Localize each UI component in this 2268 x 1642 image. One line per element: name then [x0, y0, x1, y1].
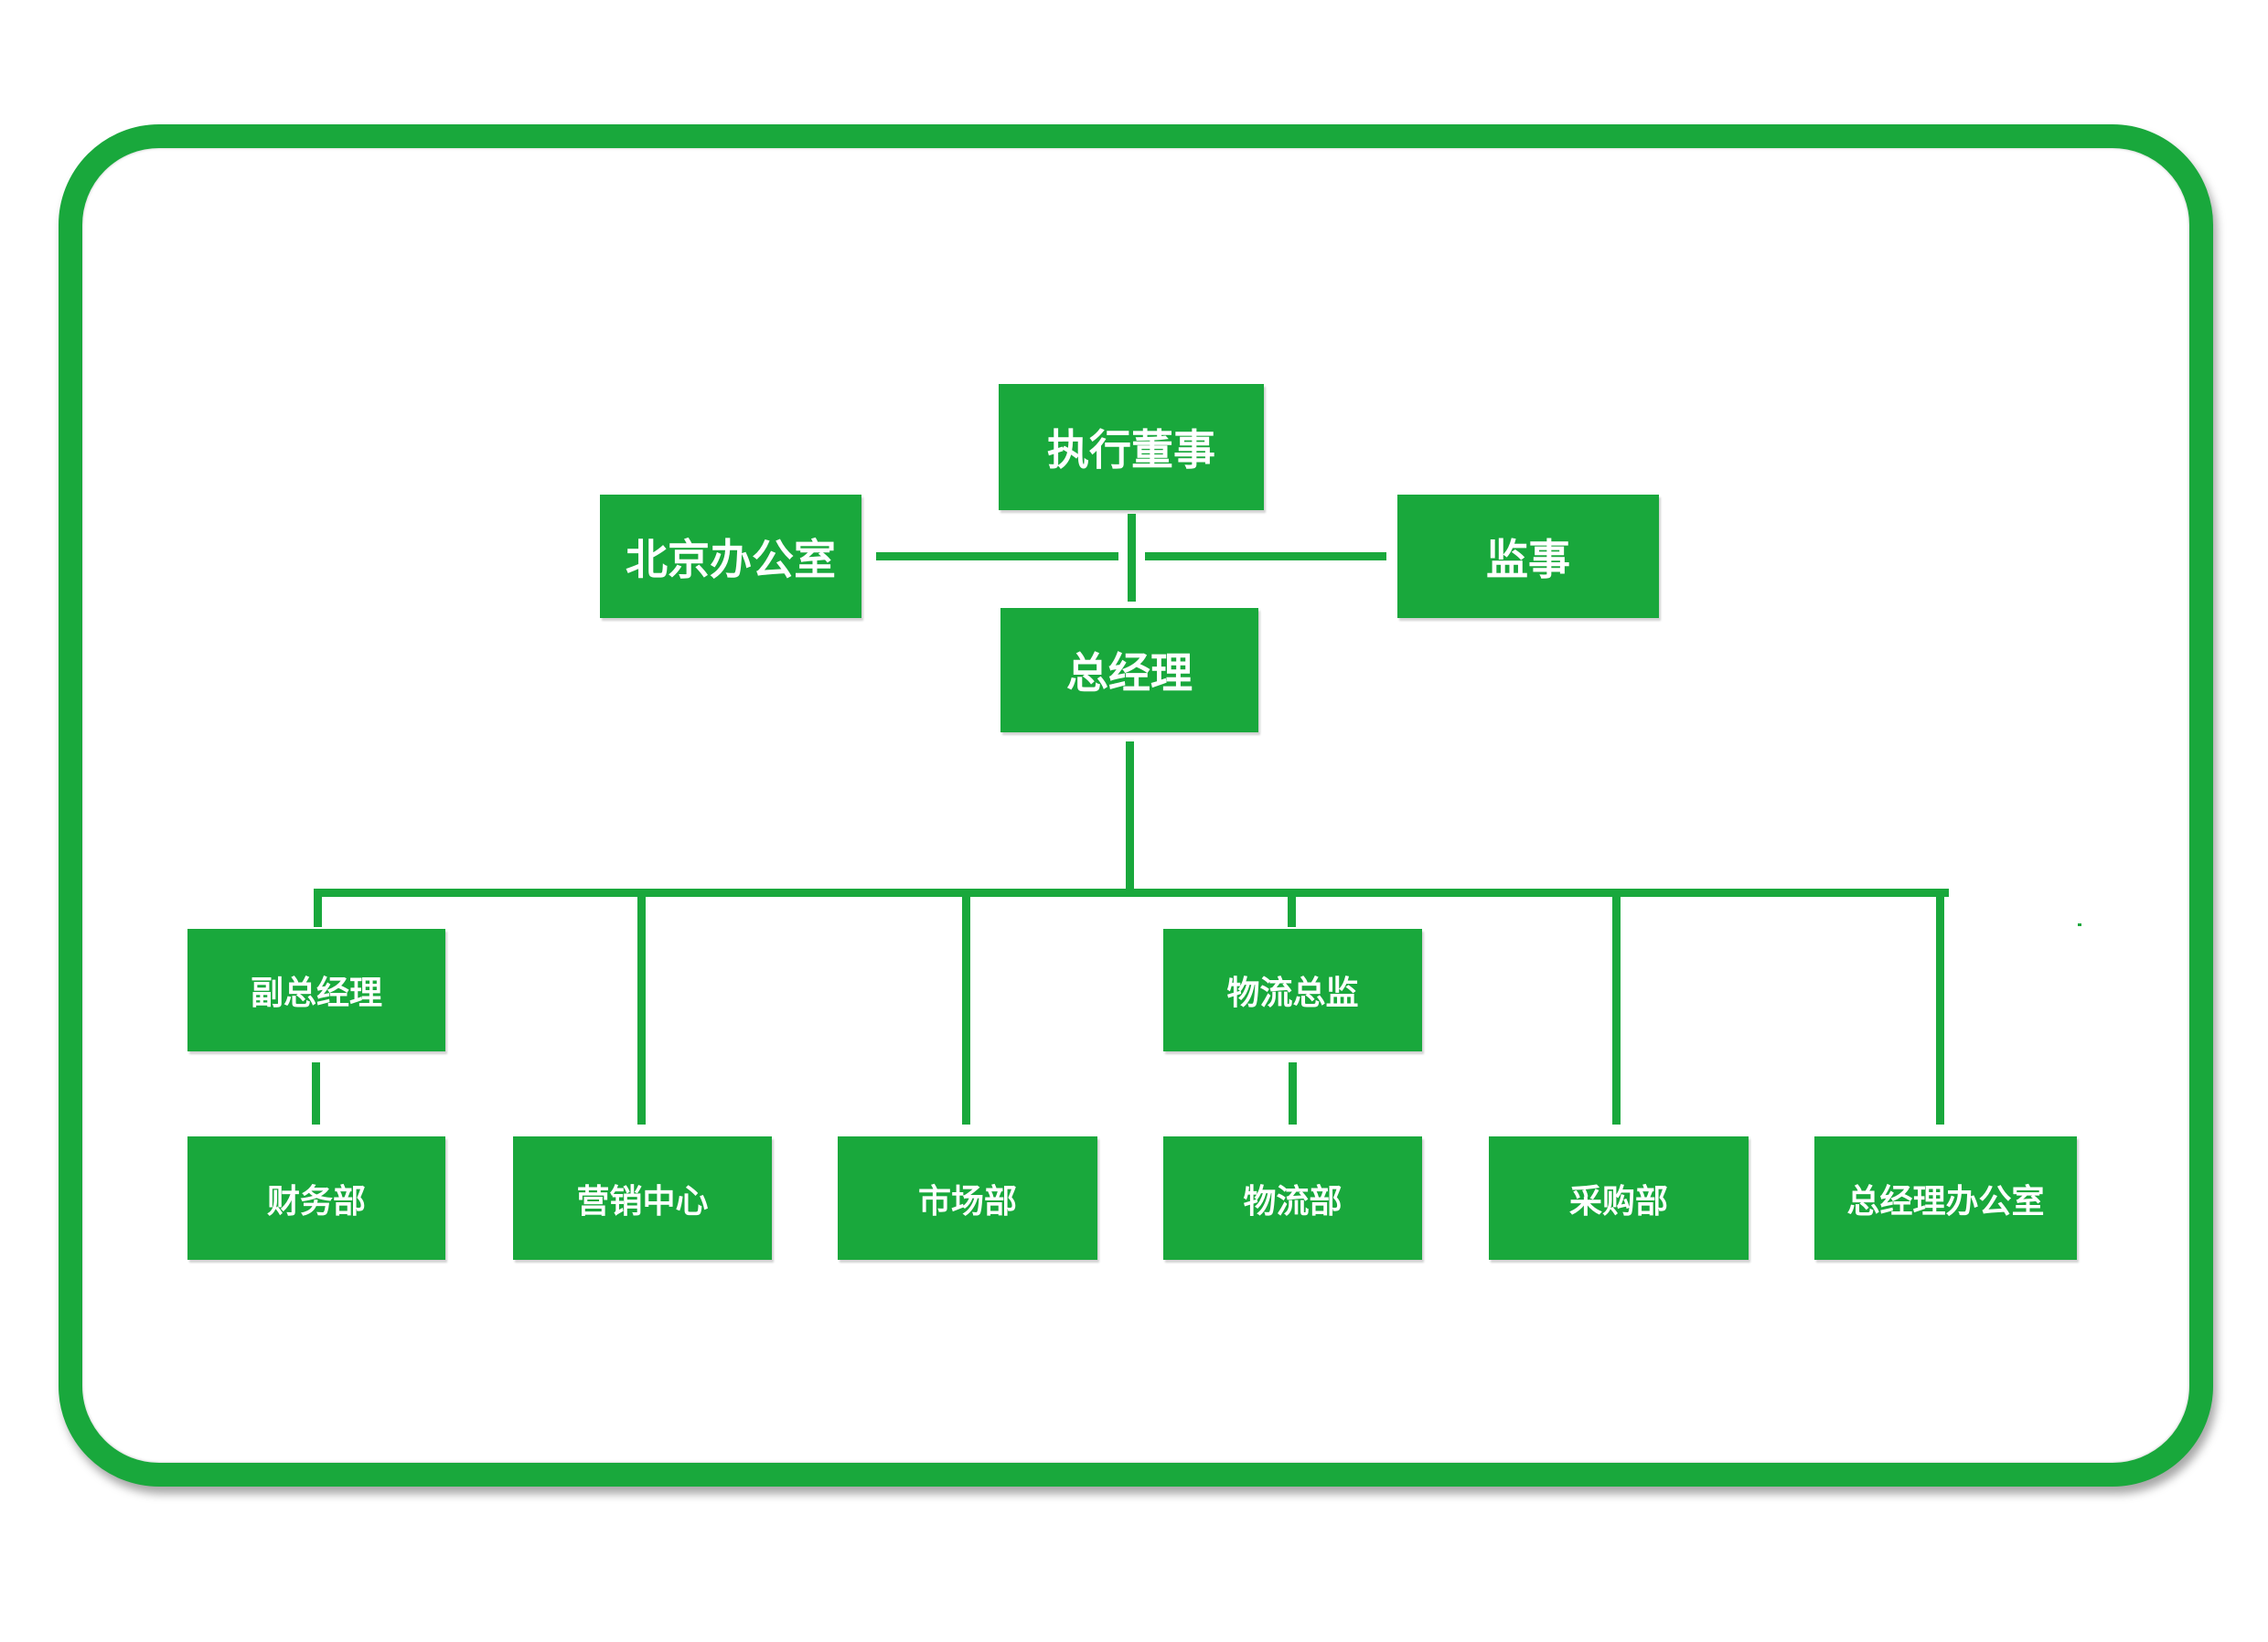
connector-exec-to-gm — [1128, 514, 1136, 602]
market-dept-box: 市场部 — [838, 1136, 1097, 1260]
beijing-office-label: 北京办公室 — [626, 534, 836, 584]
finance-dept-label: 财务部 — [266, 1182, 366, 1221]
stray-dot — [2078, 923, 2081, 926]
beijing-office-box: 北京办公室 — [600, 495, 861, 618]
connector-horizontal-bar — [314, 889, 1949, 897]
connector-beijing-office — [876, 552, 1118, 560]
connector-to-logistics-director — [1288, 889, 1296, 927]
connector-director-to-logistics — [1289, 1062, 1297, 1125]
procurement-dept-label: 采购部 — [1568, 1182, 1668, 1221]
connector-to-market — [962, 889, 970, 1125]
supervisor-label: 监事 — [1486, 534, 1570, 584]
deputy-general-manager-box: 副总经理 — [187, 929, 445, 1051]
general-manager-box: 总经理 — [1000, 608, 1258, 732]
executive-director-label: 执行董事 — [1047, 425, 1215, 474]
gm-office-box: 总经理办公室 — [1814, 1136, 2077, 1260]
marketing-center-box: 营销中心 — [513, 1136, 772, 1260]
connector-supervisor — [1145, 552, 1386, 560]
logistics-director-box: 物流总监 — [1163, 929, 1422, 1051]
deputy-general-manager-label: 副总经理 — [250, 975, 382, 1012]
logistics-dept-label: 物流部 — [1243, 1182, 1343, 1221]
connector-to-marketing — [637, 889, 646, 1125]
gm-office-label: 总经理办公室 — [1846, 1182, 2045, 1221]
general-manager-label: 总经理 — [1066, 648, 1193, 698]
marketing-center-label: 营销中心 — [576, 1182, 709, 1221]
diagram-frame — [59, 124, 2213, 1487]
connector-to-deputy-gm — [314, 889, 322, 927]
connector-gm-down — [1126, 741, 1134, 894]
logistics-director-label: 物流总监 — [1226, 975, 1359, 1012]
connector-to-gm-office — [1936, 889, 1944, 1125]
executive-director-box: 执行董事 — [999, 384, 1264, 510]
logistics-dept-box: 物流部 — [1163, 1136, 1422, 1260]
connector-to-procurement — [1612, 889, 1621, 1125]
supervisor-box: 监事 — [1397, 495, 1659, 618]
connector-deputy-to-finance — [312, 1062, 320, 1125]
finance-dept-box: 财务部 — [187, 1136, 445, 1260]
procurement-dept-box: 采购部 — [1489, 1136, 1749, 1260]
market-dept-label: 市场部 — [917, 1182, 1017, 1221]
